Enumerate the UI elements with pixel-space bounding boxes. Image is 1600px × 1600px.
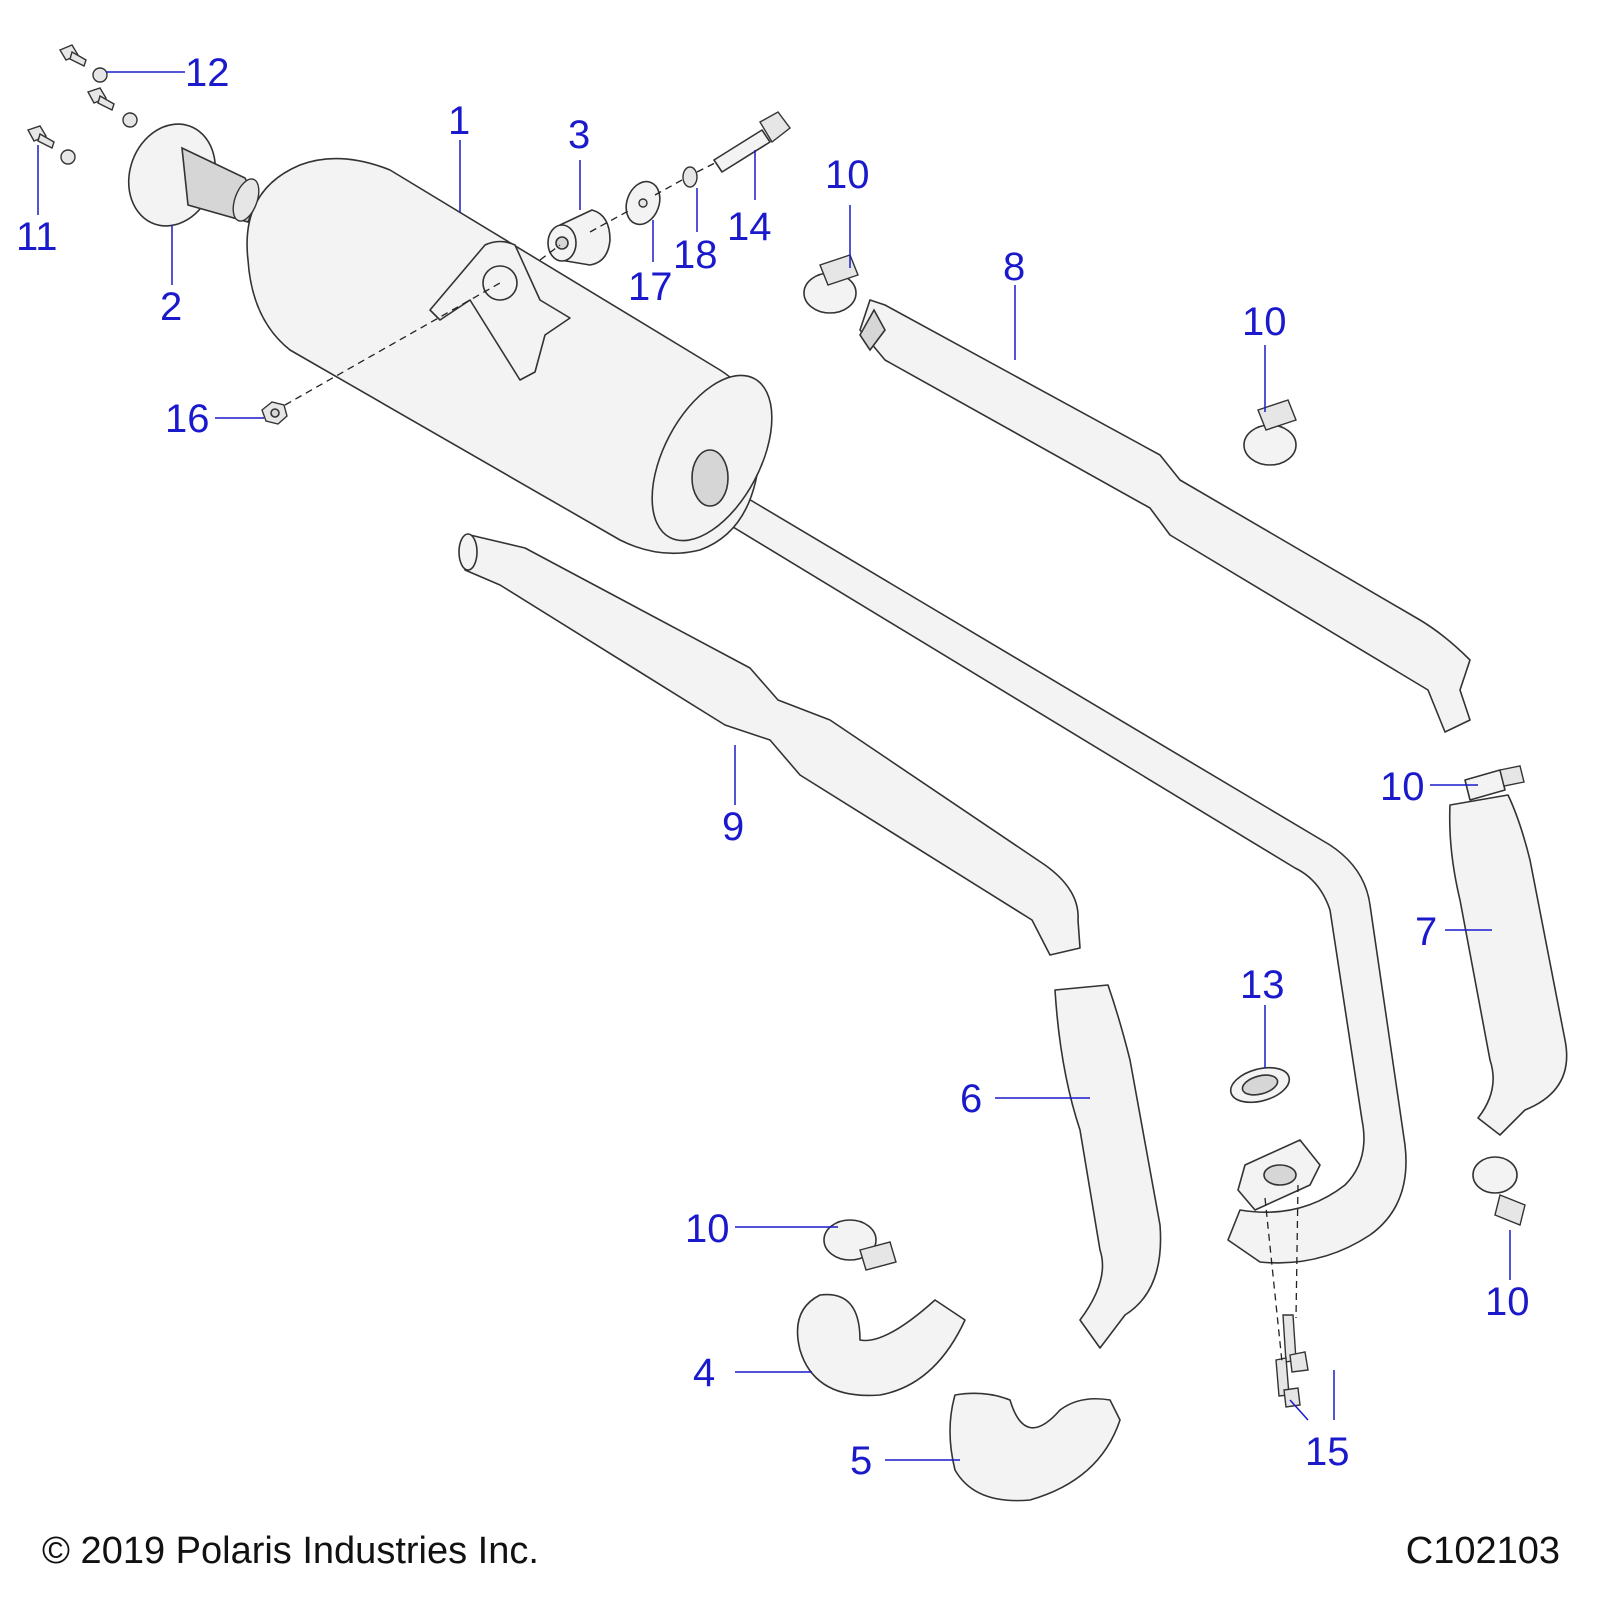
callout-13: 13 xyxy=(1240,963,1285,1007)
callout-10-b: 10 xyxy=(1242,300,1287,344)
callout-18: 18 xyxy=(673,233,718,277)
callout-1: 1 xyxy=(448,99,470,143)
callout-15: 15 xyxy=(1305,1430,1350,1474)
part-bolt xyxy=(713,111,791,173)
callout-labels: 1 2 3 12 11 14 18 17 16 10 8 10 10 9 7 1… xyxy=(16,51,1530,1483)
part-nut xyxy=(261,401,288,425)
part-flange-bolts xyxy=(1275,1314,1309,1408)
callout-11: 11 xyxy=(16,215,58,259)
drawing-number: C102103 xyxy=(1405,1530,1560,1572)
part-gasket xyxy=(1229,1066,1291,1104)
copyright-notice: © 2019 Polaris Industries Inc. xyxy=(42,1530,539,1572)
part-heat-shield-7 xyxy=(1448,794,1568,1136)
callout-6: 6 xyxy=(960,1077,982,1121)
callout-12: 12 xyxy=(185,51,230,95)
part-lockwasher xyxy=(682,166,698,188)
part-muffler xyxy=(246,157,1407,1264)
part-heat-shield-upper xyxy=(859,299,1471,733)
callout-16: 16 xyxy=(165,397,210,441)
part-exhaust-flange xyxy=(1237,1139,1321,1211)
part-grommet xyxy=(547,209,611,266)
callout-8: 8 xyxy=(1003,245,1025,289)
part-screws xyxy=(26,44,115,149)
callout-4: 4 xyxy=(693,1351,715,1395)
part-spark-arrestor xyxy=(127,123,260,227)
part-star-washers xyxy=(60,67,138,165)
leader-lines xyxy=(37,71,1511,1461)
callout-10-a: 10 xyxy=(825,153,870,197)
callout-10-c: 10 xyxy=(1380,765,1425,809)
callout-3: 3 xyxy=(568,113,590,157)
part-clamps xyxy=(803,254,1526,1271)
callout-9: 9 xyxy=(722,805,744,849)
callout-10-e: 10 xyxy=(1485,1280,1530,1324)
callout-7: 7 xyxy=(1415,910,1437,954)
part-heat-shield-4 xyxy=(796,1293,966,1397)
part-heat-shield-6 xyxy=(1054,984,1162,1349)
part-heat-shield-lower xyxy=(458,533,1081,956)
part-heat-shield-5 xyxy=(949,1392,1121,1502)
alignment-lines xyxy=(284,162,1299,1363)
callout-2: 2 xyxy=(160,285,182,329)
callout-14: 14 xyxy=(727,205,772,249)
callout-17: 17 xyxy=(628,265,673,309)
part-washer xyxy=(625,180,661,226)
callout-5: 5 xyxy=(850,1439,872,1483)
callout-10-d: 10 xyxy=(685,1207,730,1251)
